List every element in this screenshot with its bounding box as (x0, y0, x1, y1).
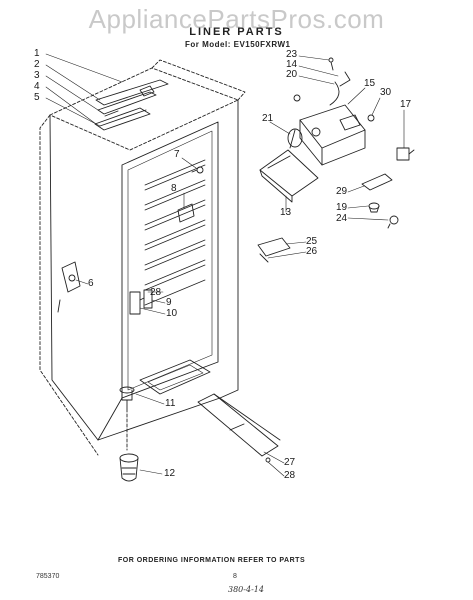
side-bracket (57, 261, 81, 313)
bottom-rail (197, 393, 281, 463)
callout-1: 1 (34, 48, 40, 59)
leveling-leg (119, 386, 135, 451)
screw-part-30 (367, 114, 375, 122)
callout-26: 26 (306, 246, 318, 257)
clip-part (177, 203, 195, 223)
page-number: 8 (233, 573, 237, 580)
handwritten-code: 380-4-14 (228, 585, 264, 594)
callout-17: 17 (400, 99, 412, 110)
callout-2: 2 (34, 59, 40, 70)
callout-9: 9 (166, 297, 172, 308)
callout-23: 23 (286, 49, 298, 60)
callout-28a: 28 (150, 287, 162, 298)
callout-14: 14 (286, 59, 298, 70)
fan-motor-assembly (299, 104, 366, 166)
wire-harness (293, 57, 351, 106)
callout-8: 8 (171, 183, 177, 194)
callout-4: 4 (34, 81, 40, 92)
leader-lines (45, 53, 405, 477)
grommet-part (368, 202, 380, 213)
leveling-foot (119, 453, 139, 482)
callout-27: 27 (284, 457, 296, 468)
callout-13: 13 (280, 207, 292, 218)
callout-6: 6 (88, 278, 94, 289)
fan-blade (287, 128, 303, 149)
callout-28b: 28 (284, 470, 296, 481)
model-line: For Model: EV150FXRW1 (185, 40, 291, 49)
floor-recess (139, 359, 211, 395)
watermark: AppliancePartsPros.com (88, 4, 385, 34)
damper-plate (361, 173, 393, 191)
callout-24: 24 (336, 213, 348, 224)
document-code: 785370 (36, 573, 60, 580)
callout-21: 21 (262, 113, 274, 124)
callout-25: 25 (306, 236, 318, 247)
callout-15: 15 (364, 78, 376, 89)
duct-cover (259, 149, 319, 203)
ordering-note: FOR ORDERING INFORMATION REFER TO PARTS (118, 557, 306, 564)
shelf-bracket (257, 237, 291, 263)
callout-19: 19 (336, 202, 348, 213)
callout-5: 5 (34, 92, 40, 103)
hinge-bracket (129, 289, 153, 315)
callout-12: 12 (164, 468, 176, 479)
callout-20: 20 (286, 69, 298, 80)
callout-10: 10 (166, 308, 178, 319)
callout-11: 11 (165, 398, 176, 409)
top-panel-parts (94, 79, 169, 131)
callout-7: 7 (174, 149, 180, 160)
screw-part-24 (387, 215, 399, 229)
shelf-rails (144, 159, 206, 306)
screw-part (191, 166, 204, 174)
thermostat-part (396, 147, 415, 161)
callout-29: 29 (336, 186, 348, 197)
callout-30: 30 (380, 87, 392, 98)
page-title: LINER PARTS (189, 26, 284, 38)
callout-3: 3 (34, 70, 40, 81)
cabinet-liner (39, 59, 246, 456)
